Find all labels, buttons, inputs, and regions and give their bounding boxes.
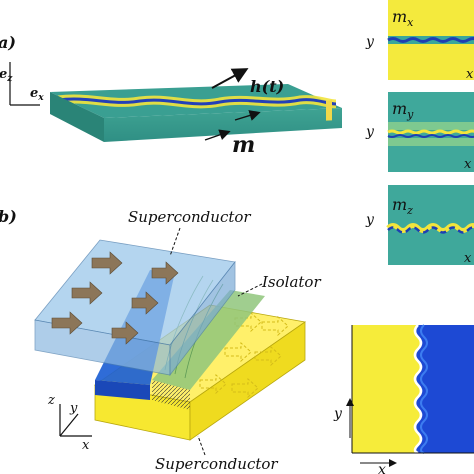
top-brown-arrows xyxy=(51,251,179,345)
axis-z-label: z xyxy=(47,393,55,408)
bottom-sc-label: Superconductor xyxy=(155,455,278,473)
panel-a-label: a) xyxy=(0,33,16,52)
map-my-wall-top xyxy=(387,129,474,135)
map-mx-title: mx xyxy=(392,7,414,29)
domain-map-blue xyxy=(415,325,474,453)
field-arrow xyxy=(211,68,249,89)
map-mx: mx y x xyxy=(365,0,474,82)
map-mx-xlabel: x xyxy=(466,67,474,82)
isolator-front xyxy=(152,380,190,410)
axis-x-label: x xyxy=(82,438,90,453)
ex-label: ex xyxy=(30,86,44,103)
isolator-top xyxy=(152,290,265,390)
top-sc-side xyxy=(169,260,236,377)
domain-map: y x xyxy=(333,324,474,474)
panel-a: a) ez ex h(t) m xyxy=(0,33,342,158)
domain-map-xlabel: x xyxy=(378,462,386,474)
top-superconductor xyxy=(34,239,236,377)
map-my-xlabel: x xyxy=(464,157,472,172)
map-my-title: my xyxy=(392,99,414,121)
ferromagnet-front xyxy=(95,380,150,400)
map-mz-title: mz xyxy=(392,195,413,217)
map-my-ylabel: y xyxy=(365,124,375,140)
top-sc-label: Superconductor xyxy=(128,208,251,226)
domain-wall-core xyxy=(57,97,337,106)
bottom-sc-leader xyxy=(197,435,206,456)
map-mz-wall-yellow xyxy=(386,223,474,233)
field-label: h(t) xyxy=(250,77,284,96)
map-mz-ylabel: y xyxy=(365,212,375,228)
axis-y-label: y xyxy=(69,401,78,416)
axis-triad-b: z y x xyxy=(47,393,92,453)
small-arrow-top xyxy=(234,110,261,121)
panel-b-label: b) xyxy=(0,207,17,226)
ez-label: ez xyxy=(0,67,13,84)
magnetization-arrow xyxy=(204,129,231,141)
magnetization-label: m xyxy=(232,132,255,158)
magnetic-slab xyxy=(50,84,342,142)
domain-map-ylabel: y xyxy=(333,406,343,422)
slab-edge-highlight xyxy=(326,100,332,121)
slab-side-face xyxy=(50,92,104,142)
domain-map-wall xyxy=(413,324,423,455)
map-mx-wall xyxy=(387,37,474,43)
map-mz: mz y x xyxy=(365,185,474,266)
map-mz-xlabel: x xyxy=(464,251,472,266)
map-my: my y x xyxy=(365,92,474,172)
isolator-label: Isolator xyxy=(261,273,321,291)
isolator-leader xyxy=(237,283,263,297)
axis-triad-a: ez ex xyxy=(0,62,44,106)
map-mx-ylabel: y xyxy=(365,34,375,50)
map-mz-wall-blue xyxy=(387,226,474,234)
map-my-wall-bottom xyxy=(387,134,474,138)
top-sc-leader xyxy=(169,227,181,257)
panel-b: b) xyxy=(0,207,321,473)
slab-front-face xyxy=(104,108,342,142)
